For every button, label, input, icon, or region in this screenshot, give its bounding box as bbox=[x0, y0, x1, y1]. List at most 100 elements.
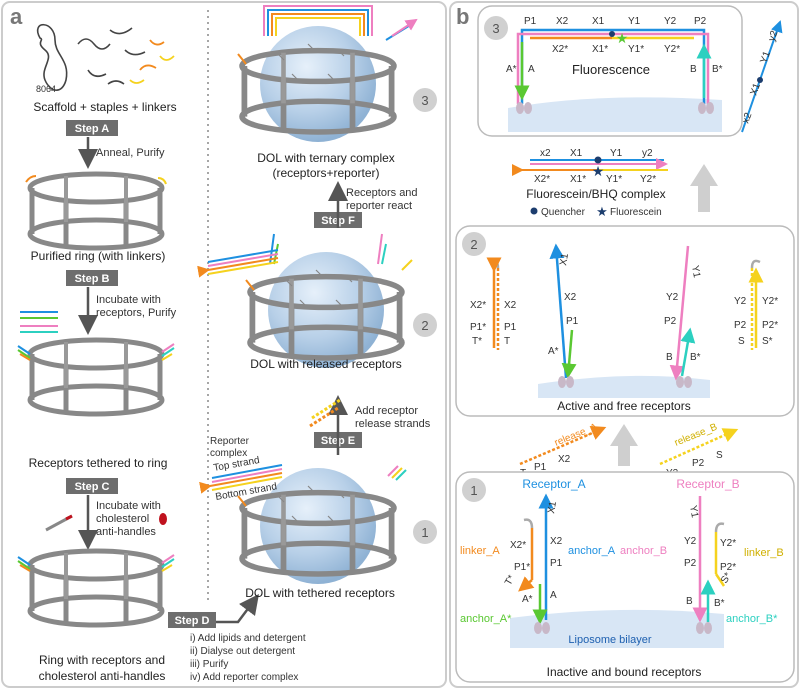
bilayer-2 bbox=[538, 375, 710, 398]
state-3-caption-2: (receptors+reporter) bbox=[272, 166, 379, 180]
svg-text:T*: T* bbox=[472, 336, 482, 347]
state-2-badge bbox=[413, 313, 437, 337]
svg-text:X2*: X2* bbox=[470, 300, 486, 311]
svg-text:B*: B* bbox=[712, 64, 723, 75]
svg-text:P1*: P1* bbox=[514, 562, 530, 573]
box-1-badge bbox=[462, 478, 486, 502]
svg-text:S: S bbox=[716, 450, 723, 461]
state-1-caption: DOL with tethered receptors bbox=[245, 586, 395, 600]
svg-text:P1: P1 bbox=[534, 462, 547, 473]
state-3-number: 3 bbox=[421, 93, 428, 108]
svg-text:B*: B* bbox=[714, 598, 725, 609]
receptor-b-active: Y1 Y2 P2 B B* bbox=[664, 245, 702, 388]
release-b-duplex: Y2 Y2* P2 P2* S S* bbox=[734, 259, 778, 350]
svg-text:X2*: X2* bbox=[534, 174, 550, 185]
svg-text:S: S bbox=[738, 336, 745, 347]
reporter-labels: x2 X1 Y1 y2 X2* X1* Y1* Y2* bbox=[534, 148, 656, 185]
quencher-legend-icon bbox=[530, 207, 538, 215]
bilayer-label: Liposome bilayer bbox=[568, 634, 651, 646]
ring-purified bbox=[25, 174, 167, 248]
svg-text:P2: P2 bbox=[664, 316, 677, 327]
step-b-note-2: receptors, Purify bbox=[96, 307, 177, 319]
svg-text:Y2*: Y2* bbox=[762, 296, 778, 307]
tethered-caption: Receptors tethered to ring bbox=[29, 456, 168, 470]
panel-b: b 3 ★ P1 X2 X1 Y1 Y2 P2 X2* X1* Y1* bbox=[449, 1, 799, 688]
svg-text:P1: P1 bbox=[524, 16, 537, 27]
step-a-note: Anneal, Purify bbox=[96, 147, 165, 159]
svg-text:x2: x2 bbox=[540, 148, 551, 159]
svg-text:★: ★ bbox=[592, 163, 605, 179]
scaffold-caption: Scaffold + staples + linkers bbox=[33, 100, 176, 114]
svg-text:Y1: Y1 bbox=[628, 16, 641, 27]
receptor-strands-icon bbox=[20, 311, 58, 333]
svg-text:Y1: Y1 bbox=[689, 265, 702, 279]
svg-text:B: B bbox=[686, 596, 693, 607]
linker-b-label: linker_B bbox=[744, 547, 784, 559]
svg-text:Y1: Y1 bbox=[610, 148, 623, 159]
ring-tethered bbox=[17, 340, 175, 414]
fluorescein-legend: Fluorescein bbox=[610, 207, 662, 218]
svg-text:Y2: Y2 bbox=[684, 536, 697, 547]
svg-text:X1*: X1* bbox=[570, 174, 586, 185]
receptor-a-title: Receptor_A bbox=[522, 477, 585, 491]
ring-cholesterol bbox=[17, 551, 175, 625]
box-1-caption: Inactive and bound receptors bbox=[547, 665, 702, 679]
step-d-item-3: iii) Purify bbox=[190, 659, 228, 670]
fluorescence-title: Fluorescence bbox=[572, 62, 650, 77]
box-3-badge bbox=[484, 16, 508, 40]
state-3-caption-1: DOL with ternary complex bbox=[257, 151, 395, 165]
state-1-badge bbox=[413, 520, 437, 544]
state-1-number: 1 bbox=[421, 525, 428, 540]
anchor-b-star-label: anchor_B* bbox=[726, 613, 778, 625]
step-c-note-1: Incubate with bbox=[96, 500, 161, 512]
step-c-note-3: anti-handles bbox=[96, 526, 156, 538]
state-2-number: 2 bbox=[421, 318, 428, 333]
panel-a: a 8064 Scaffold + staples + linkers Step… bbox=[1, 1, 447, 688]
svg-text:Y1*: Y1* bbox=[606, 174, 622, 185]
fluorescein-legend-icon: ★ bbox=[596, 204, 608, 219]
reporter-label-2: complex bbox=[210, 448, 247, 459]
svg-text:X2*: X2* bbox=[510, 540, 526, 551]
svg-text:P1: P1 bbox=[504, 322, 517, 333]
svg-text:T: T bbox=[504, 336, 510, 347]
reporter-complex: ★ bbox=[512, 156, 668, 179]
svg-text:A*: A* bbox=[522, 594, 533, 605]
svg-text:Y1*: Y1* bbox=[628, 44, 644, 55]
box-1-number: 1 bbox=[470, 483, 477, 498]
svg-text:Y1: Y1 bbox=[758, 49, 773, 65]
svg-text:P2: P2 bbox=[692, 458, 705, 469]
step-c-tag bbox=[66, 478, 118, 494]
box-2-to-3-arrow bbox=[690, 164, 718, 212]
svg-text:P1: P1 bbox=[566, 316, 579, 327]
scaffold-number: 8064 bbox=[36, 84, 56, 94]
reporter-caption: Fluorescein/BHQ complex bbox=[526, 187, 665, 201]
svg-text:X1*: X1* bbox=[592, 44, 608, 55]
svg-text:Y2: Y2 bbox=[734, 296, 747, 307]
step-b-note-1: Incubate with bbox=[96, 294, 161, 306]
state-2-caption: DOL with released receptors bbox=[250, 357, 402, 371]
svg-text:A*: A* bbox=[548, 346, 559, 357]
svg-text:A: A bbox=[528, 64, 535, 75]
svg-text:X1: X1 bbox=[592, 16, 605, 27]
svg-text:P2: P2 bbox=[684, 558, 697, 569]
box-3-domain-labels: P1 X2 X1 Y1 Y2 P2 X2* X1* Y1* Y2* A* A B… bbox=[506, 16, 723, 75]
fluorescein-star-icon: ★ bbox=[616, 30, 629, 46]
loose-top-strand: y2 Y1 X1 x2 bbox=[740, 20, 783, 133]
step-a-tag bbox=[66, 120, 118, 136]
svg-text:Y1: Y1 bbox=[687, 505, 700, 519]
dol-tethered bbox=[237, 465, 407, 584]
box-2-badge bbox=[462, 232, 486, 256]
svg-text:x2: x2 bbox=[740, 111, 754, 125]
step-f-note-1: Receptors and bbox=[346, 187, 418, 199]
receptor-a-active: X1 X2 P1 A* bbox=[548, 243, 579, 388]
step-a-label: Step A bbox=[75, 123, 109, 135]
state-2-box bbox=[455, 225, 795, 417]
step-d-item-4: iv) Add reporter complex bbox=[190, 672, 298, 683]
svg-text:P2: P2 bbox=[694, 16, 707, 27]
step-d-label: Step D bbox=[175, 615, 210, 627]
panel-b-label: b bbox=[456, 4, 469, 29]
step-c-label: Step C bbox=[75, 481, 110, 493]
step-c-note-2: cholesterol bbox=[96, 513, 149, 525]
box-3-number: 3 bbox=[492, 21, 499, 36]
